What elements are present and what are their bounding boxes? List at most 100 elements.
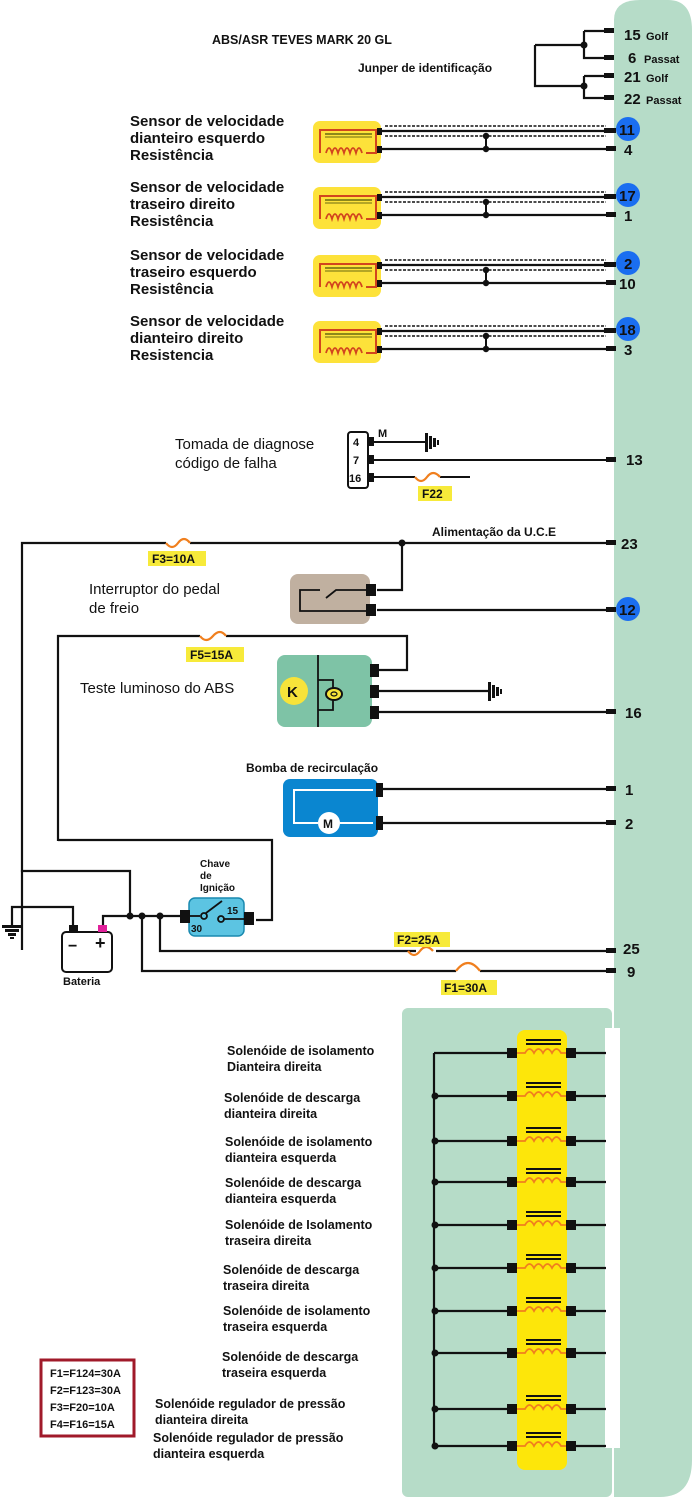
solenoid-label-line1: Solenóide regulador de pressão xyxy=(155,1397,346,1411)
junction-dot xyxy=(431,1349,439,1357)
fuse-label-bg xyxy=(441,980,497,995)
terminal xyxy=(566,1404,576,1414)
terminal xyxy=(376,816,383,830)
jumper-wiring xyxy=(533,29,612,100)
junction-dot xyxy=(482,345,490,353)
solenoid-label-line2: dianteira esquerda xyxy=(225,1192,337,1206)
coil-icon xyxy=(325,281,363,291)
solenoid-label-line1: Solenóide de descarga xyxy=(224,1091,361,1105)
battery-neg-terminal xyxy=(69,925,78,932)
junction-dot xyxy=(482,211,490,219)
pin-number: 21 xyxy=(624,69,641,86)
junction-dot xyxy=(431,1307,439,1315)
junction-dot xyxy=(580,82,588,90)
diag-pin-4: 4 xyxy=(353,437,360,449)
pin-stub xyxy=(606,540,616,545)
fuse-f1-label: F1=30A xyxy=(444,981,487,995)
coil-icon xyxy=(517,1136,566,1143)
terminal xyxy=(377,146,382,153)
key-switch-icon xyxy=(190,900,244,923)
solenoid-label-line1: Solenóide de descarga xyxy=(222,1350,359,1364)
supply-wires xyxy=(10,838,606,973)
pin-stub xyxy=(606,280,616,285)
terminal xyxy=(370,685,379,698)
terminal xyxy=(377,194,382,201)
pump-label: Bomba de recirculação xyxy=(246,761,378,775)
lamp-wires xyxy=(56,634,606,840)
terminal xyxy=(377,328,382,335)
power-wires xyxy=(20,541,606,950)
pin-stub xyxy=(604,128,616,133)
ecu-pin-16: 16 xyxy=(625,705,642,722)
terminal xyxy=(566,1091,576,1101)
pin-model: Passat xyxy=(646,95,682,107)
diagnostic-label-line1: Tomada de diagnose xyxy=(175,436,314,453)
terminal xyxy=(566,1441,576,1451)
solenoid-label-line2: dianteira esquerda xyxy=(225,1151,337,1165)
fuse-label-bg xyxy=(186,647,244,662)
battery-pos-terminal xyxy=(98,925,107,932)
solenoid-label-line2: dianteira esquerda xyxy=(153,1447,265,1461)
coil-icon xyxy=(325,347,363,357)
pump-pin-2: 2 xyxy=(625,816,633,833)
terminal xyxy=(507,1263,517,1273)
pin-stub xyxy=(606,968,616,973)
solenoid-block-gap xyxy=(605,1028,620,1448)
pin-highlight xyxy=(616,317,640,341)
diag-pin-16: 16 xyxy=(349,473,361,485)
junction-dot xyxy=(431,1405,439,1413)
motor-label: M xyxy=(323,817,333,831)
solenoid-label-line2: dianteira direita xyxy=(155,1413,249,1427)
ecu-pin-23: 23 xyxy=(621,536,638,553)
solenoid-valve: Solenóide de descarga dianteira direita xyxy=(224,1082,606,1121)
terminal xyxy=(377,212,382,219)
pin-highlight xyxy=(616,117,640,141)
pin-number: 6 xyxy=(628,50,636,67)
junction-dot xyxy=(431,1221,439,1229)
terminal xyxy=(507,1048,517,1058)
pump-internal-wire xyxy=(293,789,373,824)
brake-switch-label-line1: Interruptor do pedal xyxy=(89,581,220,598)
junction-dot xyxy=(482,132,490,140)
ecu-connector-panel xyxy=(614,0,692,1497)
fuse-f5-label: F5=15A xyxy=(190,648,233,662)
solenoid-label-line2: dianteira direita xyxy=(224,1107,318,1121)
pin-highlight xyxy=(616,183,640,207)
junction-dot xyxy=(138,912,146,920)
pin-stub xyxy=(604,194,616,199)
ground-icon xyxy=(2,925,22,939)
solenoid-label-line2: traseira direita xyxy=(223,1279,310,1293)
fuse-f3-label: F3=10A xyxy=(152,552,195,566)
terminal xyxy=(507,1348,517,1358)
solenoid-valve: Solenóide de descarga traseira direita xyxy=(223,1254,606,1293)
pin-stub xyxy=(606,820,616,825)
sensor-label-line2: traseiro direito xyxy=(130,196,235,213)
ignition-label-line3: Ignição xyxy=(200,883,235,894)
solenoid-label-line1: Solenóide de descarga xyxy=(225,1176,362,1190)
fuse-f5-icon xyxy=(199,630,227,642)
solenoid-label-line1: Solenóide regulador de pressão xyxy=(153,1431,344,1445)
pin-model: Passat xyxy=(644,54,680,66)
pin-model: Golf xyxy=(646,31,668,43)
battery-label: Bateria xyxy=(63,976,101,988)
solenoid-valve: Solenóide de descarga dianteira esquerda xyxy=(225,1168,606,1206)
solenoid-label-line2: traseira esquerda xyxy=(223,1320,328,1334)
coil-icon xyxy=(517,1091,566,1098)
terminal xyxy=(370,664,379,677)
sensor-coil-frame xyxy=(319,263,377,288)
junction-dot xyxy=(482,279,490,287)
sensor-box xyxy=(313,121,381,163)
coil-icon xyxy=(325,147,363,157)
fuse-f2-icon xyxy=(407,945,434,957)
solenoid-label-line1: Solenóide de descarga xyxy=(223,1263,360,1277)
ignition-label-line2: de xyxy=(200,871,212,882)
ignition-label-line1: Chave xyxy=(200,859,230,870)
diagram-title: ABS/ASR TEVES MARK 20 GL xyxy=(212,33,392,47)
terminal xyxy=(377,280,382,287)
